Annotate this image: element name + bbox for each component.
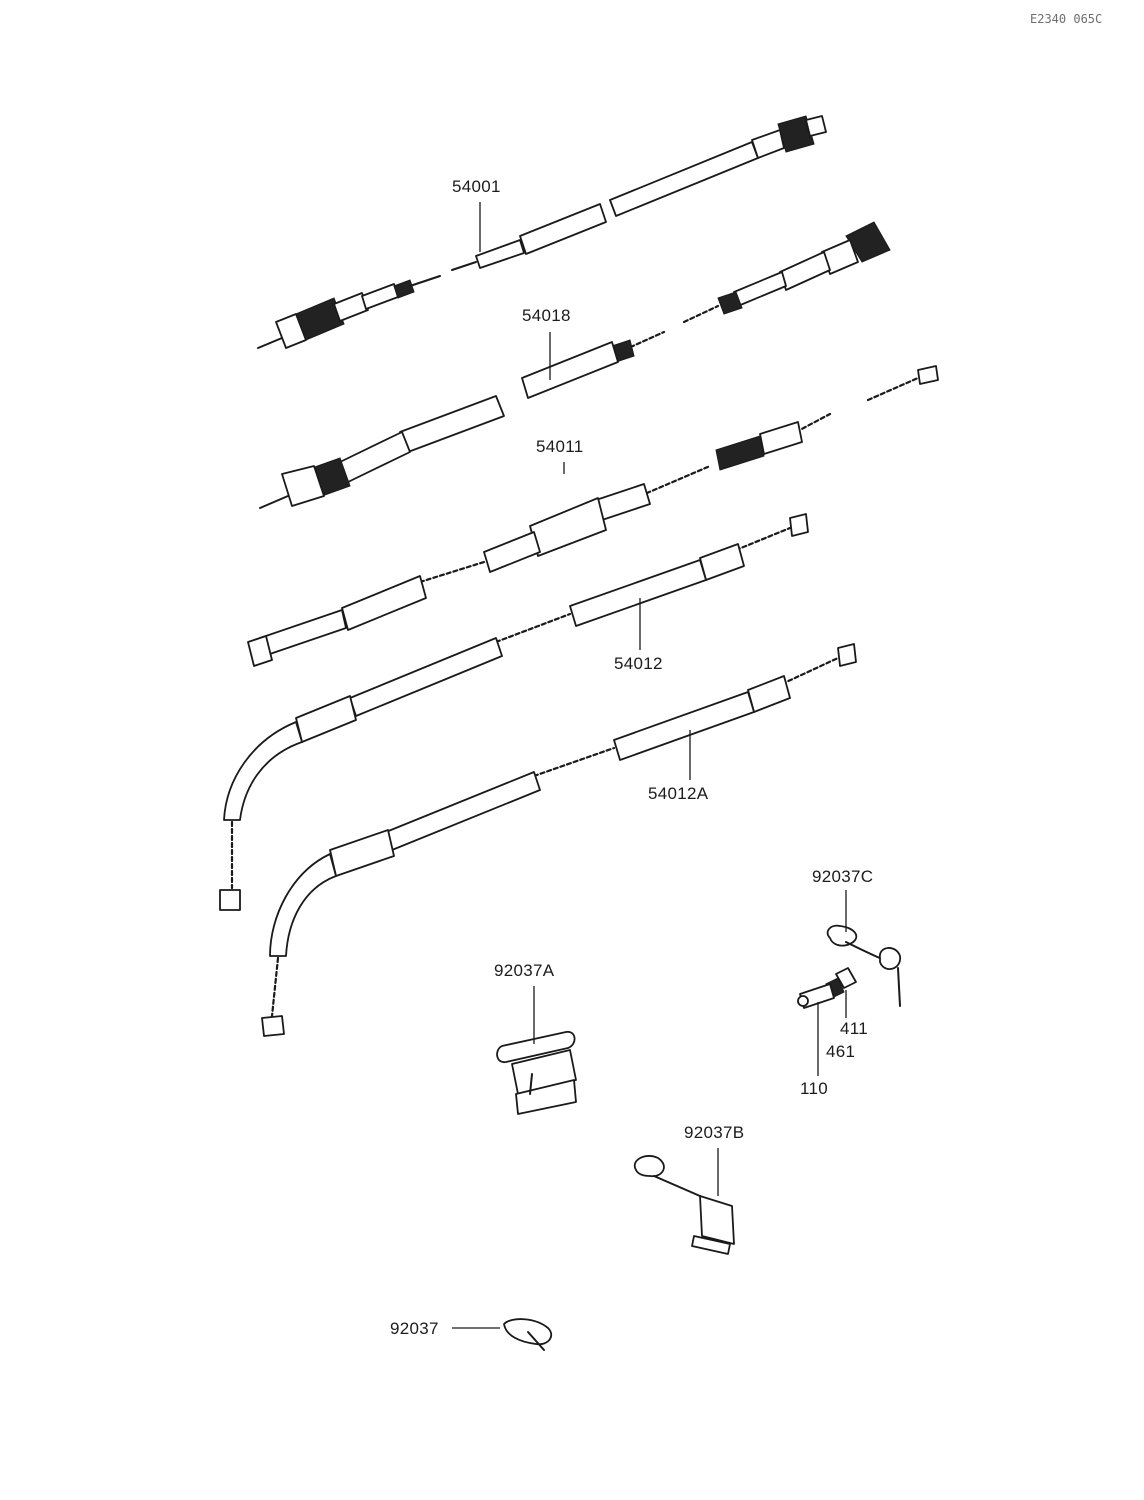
part-label-461: 461	[826, 1042, 856, 1061]
part-label-54012: 54012	[614, 654, 663, 673]
throttle-cable-54011	[247, 365, 939, 667]
cable-clamp-92037a	[496, 1031, 577, 1115]
part-label-411: 411	[840, 1019, 869, 1038]
speedometer-cable-54001	[257, 115, 827, 349]
part-label-54001: 54001	[452, 177, 501, 196]
tachometer-cable-54018	[259, 221, 891, 509]
throttle-cable-54012	[219, 513, 809, 911]
part-label-110: 110	[800, 1079, 829, 1098]
part-label-54018: 54018	[522, 306, 571, 325]
cable-clamp-92037b	[633, 1155, 735, 1255]
part-label-54012a: 54012A	[648, 784, 709, 803]
drawing-code: E2340 065C	[1030, 12, 1103, 26]
cable-bracket-92037c	[797, 924, 901, 1009]
cable-clip-92037	[503, 1318, 553, 1351]
part-label-54011: 54011	[536, 437, 584, 456]
part-label-92037: 92037	[390, 1319, 439, 1338]
part-label-92037b: 92037B	[684, 1123, 745, 1142]
leader-lines	[452, 202, 847, 1329]
part-label-92037c: 92037C	[812, 867, 874, 886]
part-label-92037a: 92037A	[494, 961, 555, 980]
throttle-cable-54012a	[261, 643, 857, 1037]
